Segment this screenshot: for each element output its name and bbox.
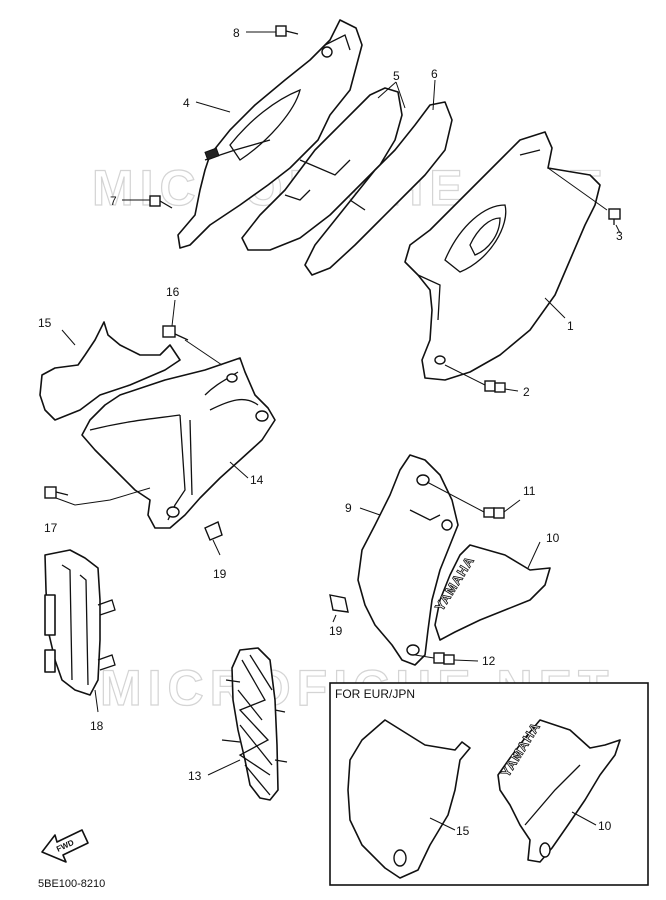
callout-13: 13 xyxy=(188,769,202,783)
part-18-radiator-guard xyxy=(44,549,116,696)
bolt-7 xyxy=(149,195,173,209)
bolt-11 xyxy=(483,507,505,519)
clip-19a xyxy=(204,521,223,541)
catalog-code: 5BE100-8210 xyxy=(38,878,105,890)
bolt-16 xyxy=(162,325,189,341)
callout-17: 17 xyxy=(44,521,58,535)
callout-14: 14 xyxy=(250,473,264,487)
fwd-arrow: FWD xyxy=(41,829,89,863)
callout-1: 1 xyxy=(567,319,574,333)
part-4-side-cover xyxy=(177,19,363,249)
part-6-outer-panel xyxy=(304,101,453,276)
leader-lines xyxy=(55,31,621,776)
callout-3: 3 xyxy=(616,229,623,243)
part-5-inner-panel xyxy=(241,87,403,251)
callout-10-inset: 10 xyxy=(598,819,612,833)
callout-7: 7 xyxy=(110,194,117,208)
part-1-side-cover xyxy=(404,131,601,381)
callout-8: 8 xyxy=(233,26,240,40)
part-9-side-cover xyxy=(357,454,459,666)
bolt-8 xyxy=(275,25,299,37)
callout-18: 18 xyxy=(90,719,104,733)
callout-6: 6 xyxy=(431,67,438,81)
callout-5: 5 xyxy=(393,69,400,83)
inset-eur-jpn: FOR EUR/JPN 15 YAMAHA 10 xyxy=(329,682,649,886)
bolt-17 xyxy=(44,486,69,499)
callout-11: 11 xyxy=(523,484,536,498)
callout-15: 15 xyxy=(38,316,52,330)
callout-12: 12 xyxy=(482,654,496,668)
callout-2: 2 xyxy=(523,385,530,399)
part-15-shroud xyxy=(39,321,181,421)
callout-16: 16 xyxy=(166,285,180,299)
part-14-radiator-shroud xyxy=(81,357,276,529)
bolt-3 xyxy=(608,208,621,225)
bolt-12 xyxy=(433,652,455,665)
clip-19b xyxy=(329,594,349,613)
bolt-2 xyxy=(484,380,506,393)
callout-9: 9 xyxy=(345,501,352,515)
inset-title: FOR EUR/JPN xyxy=(335,687,415,701)
part-13-radiator-louver xyxy=(221,647,288,801)
callout-19-right: 19 xyxy=(329,624,343,638)
callout-19-left: 19 xyxy=(213,567,227,581)
callout-15-inset: 15 xyxy=(456,824,470,838)
callout-10: 10 xyxy=(546,531,560,545)
callout-4: 4 xyxy=(183,96,190,110)
